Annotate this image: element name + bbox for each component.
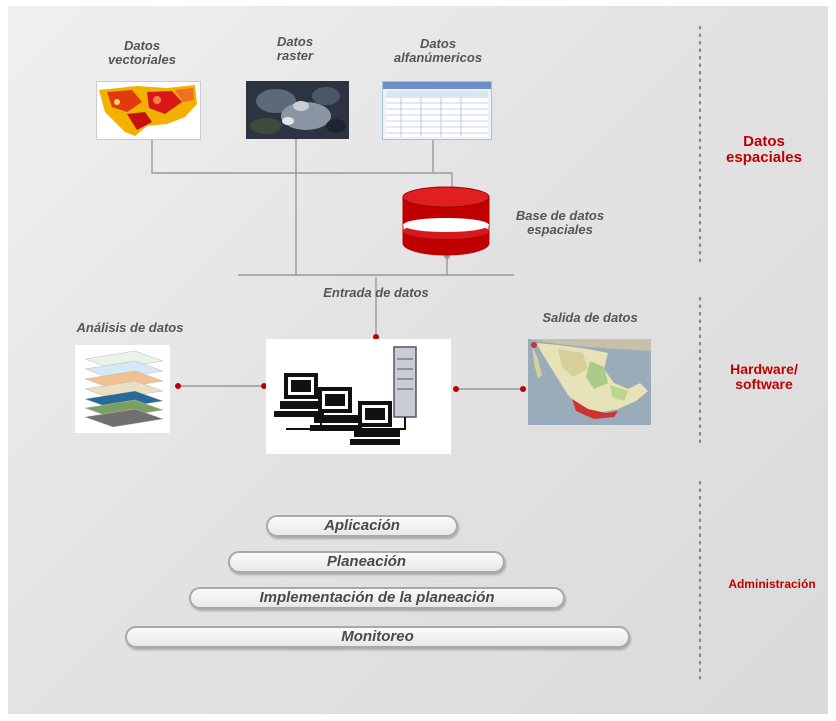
label-analisis-de-datos: Análisis de datos bbox=[76, 320, 184, 335]
label-datos-vectoriales: Datos vectoriales bbox=[108, 38, 176, 67]
section-administracion: Administración bbox=[728, 577, 816, 591]
label-datos-alfanumericos: Datos alfanúmericos bbox=[393, 36, 483, 65]
attribute-table-image bbox=[382, 81, 492, 140]
label-entrada-de-datos: Entrada de datos bbox=[323, 285, 429, 300]
data-layers-image bbox=[75, 345, 170, 433]
step-planeacion: Planeación bbox=[228, 551, 505, 573]
step-implementacion: Implementación de la planeación bbox=[189, 587, 565, 609]
step-aplicacion: Aplicación bbox=[266, 515, 458, 537]
label-base-de-datos: Base de datos espaciales bbox=[515, 208, 605, 237]
computer-network-icon bbox=[266, 339, 451, 454]
raster-satellite-image bbox=[246, 81, 349, 139]
vector-map-image bbox=[96, 81, 201, 140]
step-monitoreo: Monitoreo bbox=[125, 626, 630, 648]
label-datos-raster: Datos raster bbox=[276, 34, 314, 63]
label-salida-de-datos: Salida de datos bbox=[542, 310, 638, 325]
section-datos-espaciales: Datos espaciales bbox=[726, 133, 802, 166]
section-hardware-software: Hardware/ software bbox=[730, 361, 798, 392]
mexico-map-image bbox=[528, 339, 651, 425]
